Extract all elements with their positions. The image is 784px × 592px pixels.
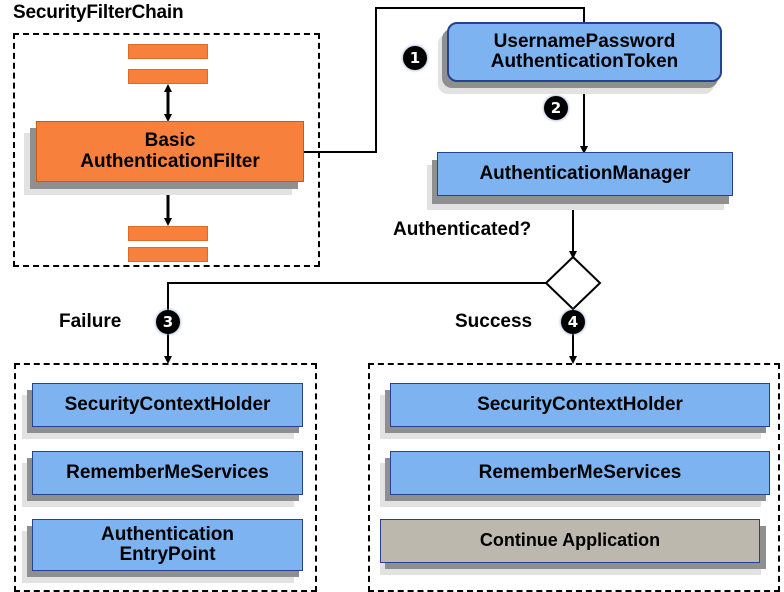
filter-bar-3 bbox=[128, 226, 208, 241]
success-node-continue-application[interactable]: Continue Application bbox=[380, 519, 760, 563]
security-filter-chain-group bbox=[13, 33, 320, 267]
failure-node-authentication-entry-point[interactable]: Authentication EntryPoint bbox=[32, 519, 303, 571]
filter-bar-2 bbox=[128, 69, 208, 84]
decision-diamond bbox=[544, 255, 602, 311]
failure-node-remember-me-services[interactable]: RememberMeServices bbox=[32, 451, 303, 495]
success-node-remember-me-services[interactable]: RememberMeServices bbox=[390, 451, 770, 495]
username-password-authentication-token-node[interactable]: UsernamePassword AuthenticationToken bbox=[447, 22, 722, 82]
authenticated-question-label: Authenticated? bbox=[393, 219, 532, 240]
badge-4: 4 bbox=[561, 310, 585, 334]
basic-authentication-filter-node[interactable]: Basic AuthenticationFilter bbox=[36, 121, 304, 182]
success-branch-label: Success bbox=[455, 311, 533, 332]
badge-2: 2 bbox=[544, 96, 568, 120]
badge-1: 1 bbox=[403, 46, 427, 70]
failure-branch-label: Failure bbox=[59, 311, 122, 332]
filter-bar-1 bbox=[128, 44, 208, 59]
badge-3: 3 bbox=[156, 310, 180, 334]
success-branch-group bbox=[368, 363, 780, 592]
failure-node-security-context-holder[interactable]: SecurityContextHolder bbox=[32, 383, 303, 427]
success-node-security-context-holder[interactable]: SecurityContextHolder bbox=[390, 383, 770, 427]
filter-bar-4 bbox=[128, 247, 208, 262]
authentication-manager-node[interactable]: AuthenticationManager bbox=[437, 152, 733, 196]
failure-branch-group bbox=[14, 363, 317, 592]
security-filter-chain-title: SecurityFilterChain bbox=[13, 2, 184, 23]
